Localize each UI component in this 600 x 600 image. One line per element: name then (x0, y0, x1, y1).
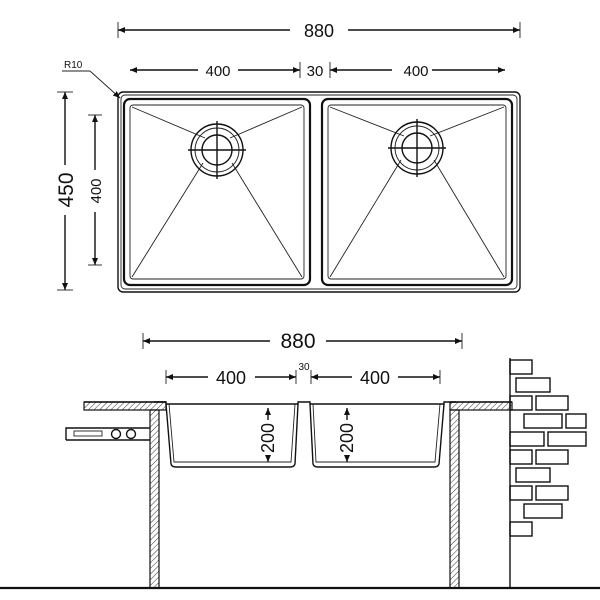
side-right-bowl-height-label: 200 (337, 423, 357, 453)
top-bowl-width-dimensions: 400 30 400 (130, 62, 505, 80)
appliance-panel (65, 427, 150, 441)
knob-icon (125, 428, 137, 440)
top-bowl-depth-label: 400 (88, 178, 105, 203)
top-gap-label: 30 (307, 63, 324, 80)
side-overall-width-label: 880 (280, 330, 315, 353)
sink-outer-outline (117, 91, 521, 293)
cabinet (149, 409, 460, 589)
corner-radius-label: R10 (64, 60, 83, 71)
side-view: 880 30 400 400 (0, 330, 600, 590)
sink-side-profile (154, 401, 456, 468)
top-view: 880 400 30 400 R10 450 (55, 21, 521, 293)
side-left-bowl-width-label: 400 (216, 368, 246, 388)
knob-icon (110, 428, 122, 440)
side-left-bowl-height-label: 200 (258, 423, 278, 453)
top-left-bowl-width-label: 400 (205, 63, 230, 80)
side-overall-width-dimension: 880 (142, 330, 463, 353)
top-overall-width-label: 880 (304, 21, 334, 41)
top-bowl-depth-dimension: 400 (88, 114, 105, 266)
side-gap-label: 30 (298, 362, 310, 373)
side-bowl-height-dimensions: 200 200 (258, 408, 357, 462)
left-bowl-top (122, 97, 312, 287)
side-right-bowl-width-label: 400 (360, 368, 390, 388)
corner-radius-callout: R10 (62, 60, 121, 99)
brick-wall (509, 358, 587, 588)
side-bowl-width-dimensions: 400 400 (165, 368, 441, 388)
left-drain-icon (188, 121, 246, 179)
sink-inner-outline (120, 94, 518, 290)
top-overall-depth-dimension: 450 (55, 91, 78, 291)
top-overall-width-dimension: 880 (117, 21, 521, 41)
right-bowl-top (320, 97, 514, 287)
right-drain-icon (388, 119, 446, 177)
top-overall-depth-label: 450 (55, 172, 78, 207)
top-right-bowl-width-label: 400 (403, 63, 428, 80)
